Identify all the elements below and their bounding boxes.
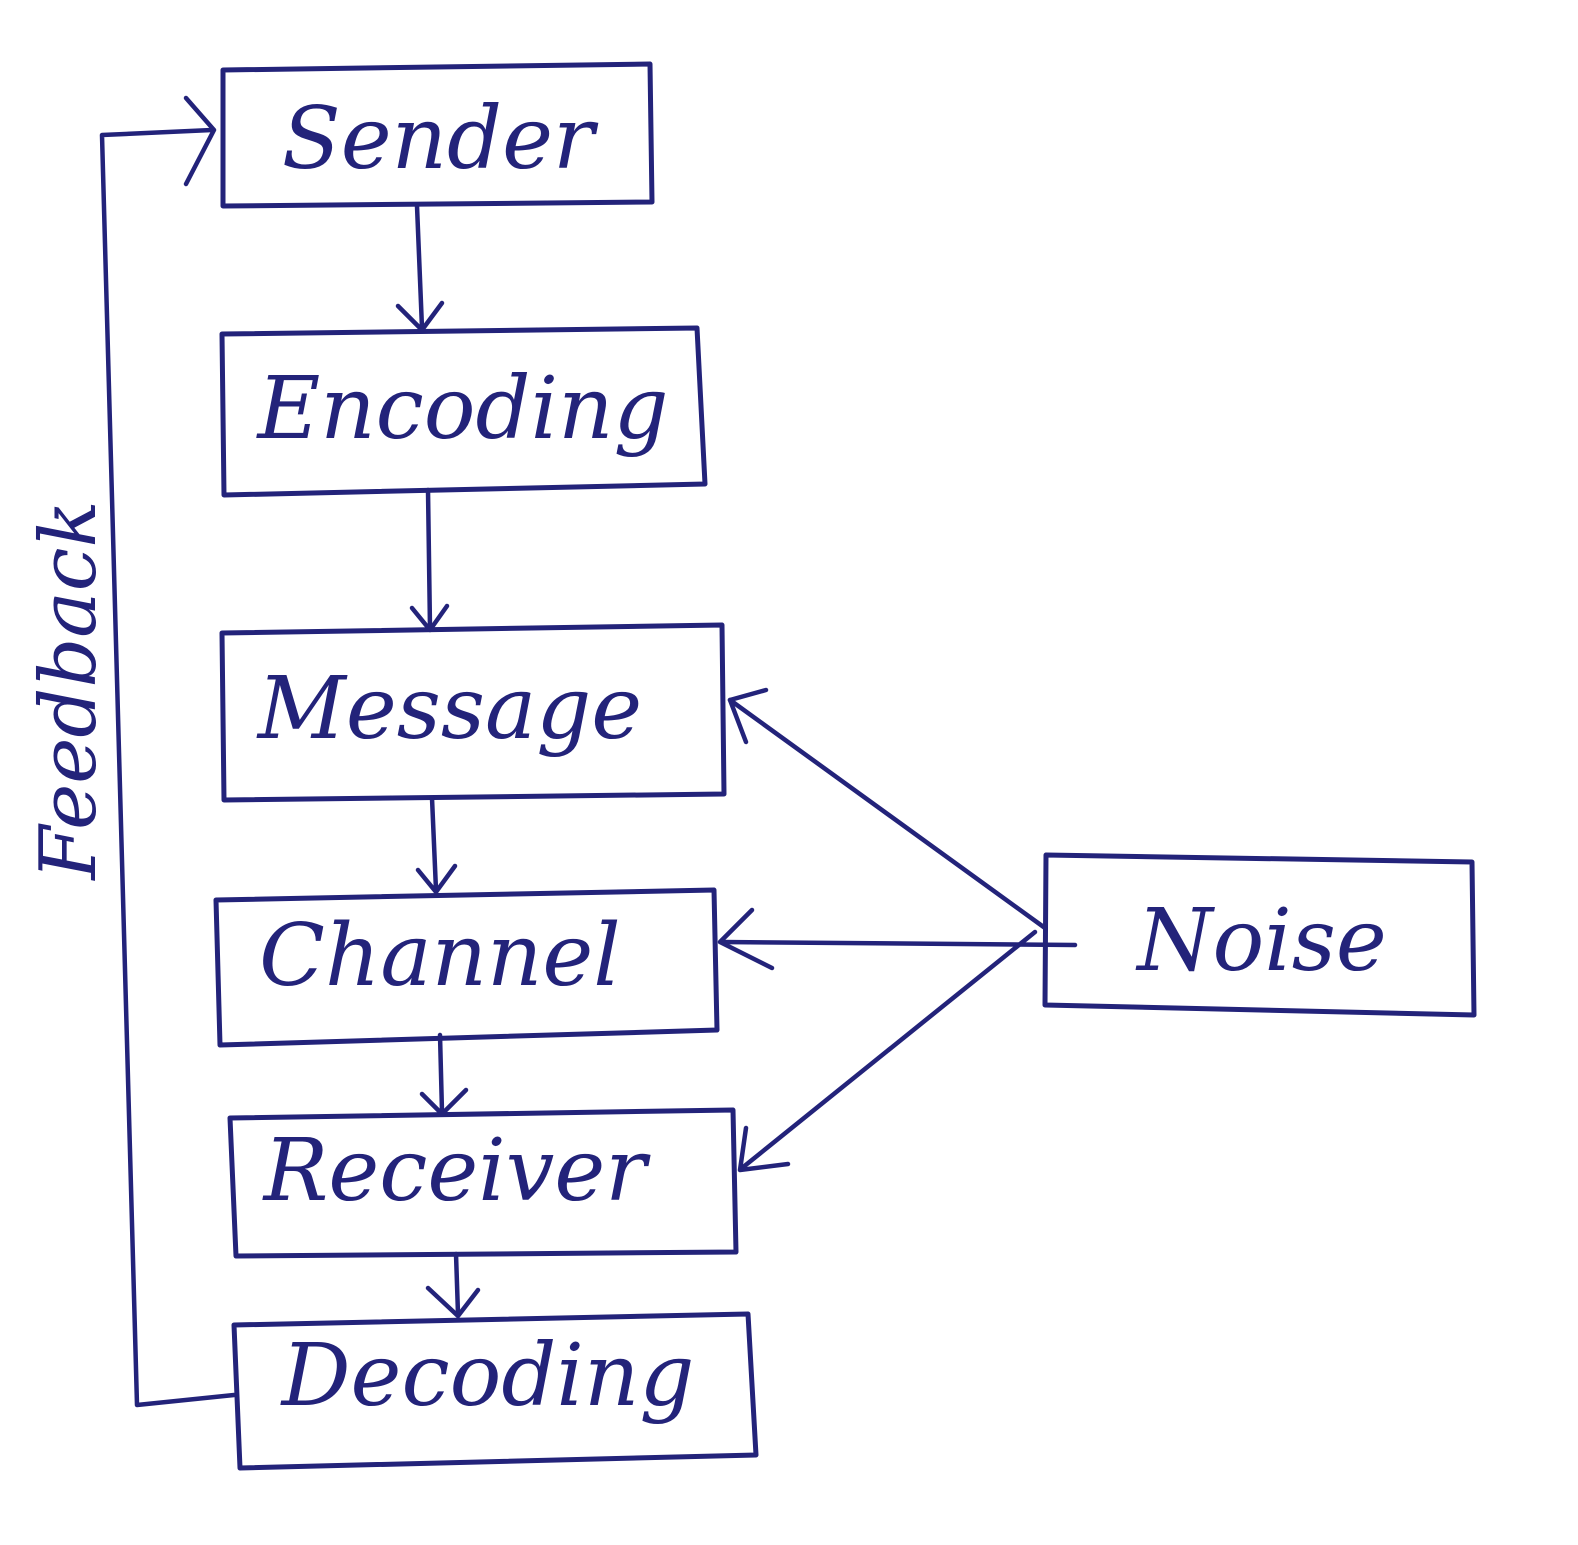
decoding-label: Decoding [280,1326,695,1426]
arrow-encoding-to-message [409,487,450,633]
arrow-receiver-to-decoding [425,1251,481,1319]
noise-label: Noise [1135,891,1387,991]
arrow-noise-to-receiver [737,929,1038,1173]
arrow-message-to-channel [415,795,458,895]
encoding-node: Encoding [219,325,708,498]
sender-label: Sender [282,89,599,189]
arrow-channel-to-receiver [419,1032,469,1117]
channel-node: Channel [213,887,720,1048]
arrow-noise-to-message [727,687,1048,931]
channel-label: Channel [259,906,621,1006]
arrow-sender-to-encoding [395,203,445,333]
noise-node: Noise [1042,852,1477,1018]
encoding-label: Encoding [255,359,668,459]
message-label: Message [256,659,642,759]
feedback-loop-arrow [99,95,237,1408]
sender-node: Sender [220,61,655,209]
decoding-node: Decoding [231,1311,759,1471]
feedback-label: Feedback [24,500,114,882]
receiver-node: Receiver [227,1107,739,1259]
arrow-noise-to-channel [717,907,1078,971]
receiver-label: Receiver [262,1121,652,1221]
message-node: Message [219,622,727,803]
